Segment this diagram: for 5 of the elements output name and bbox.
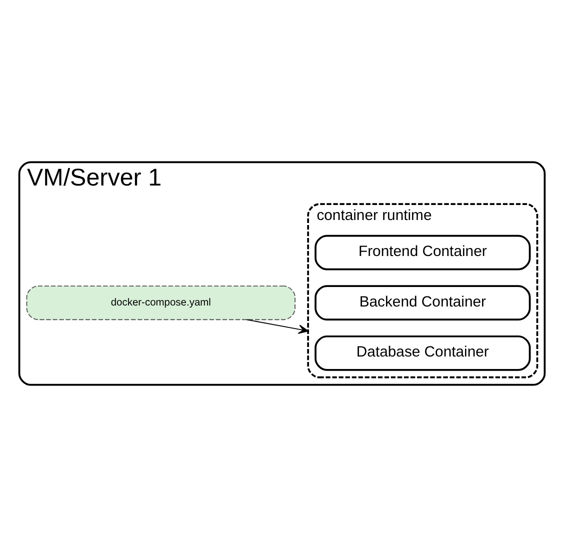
node-box: Database Container — [314, 334, 531, 370]
node-box: Backend Container — [314, 284, 531, 320]
arrow — [246, 318, 309, 334]
node-box: docker-compose.yaml — [26, 285, 296, 320]
node-box: Frontend Container — [314, 234, 531, 270]
